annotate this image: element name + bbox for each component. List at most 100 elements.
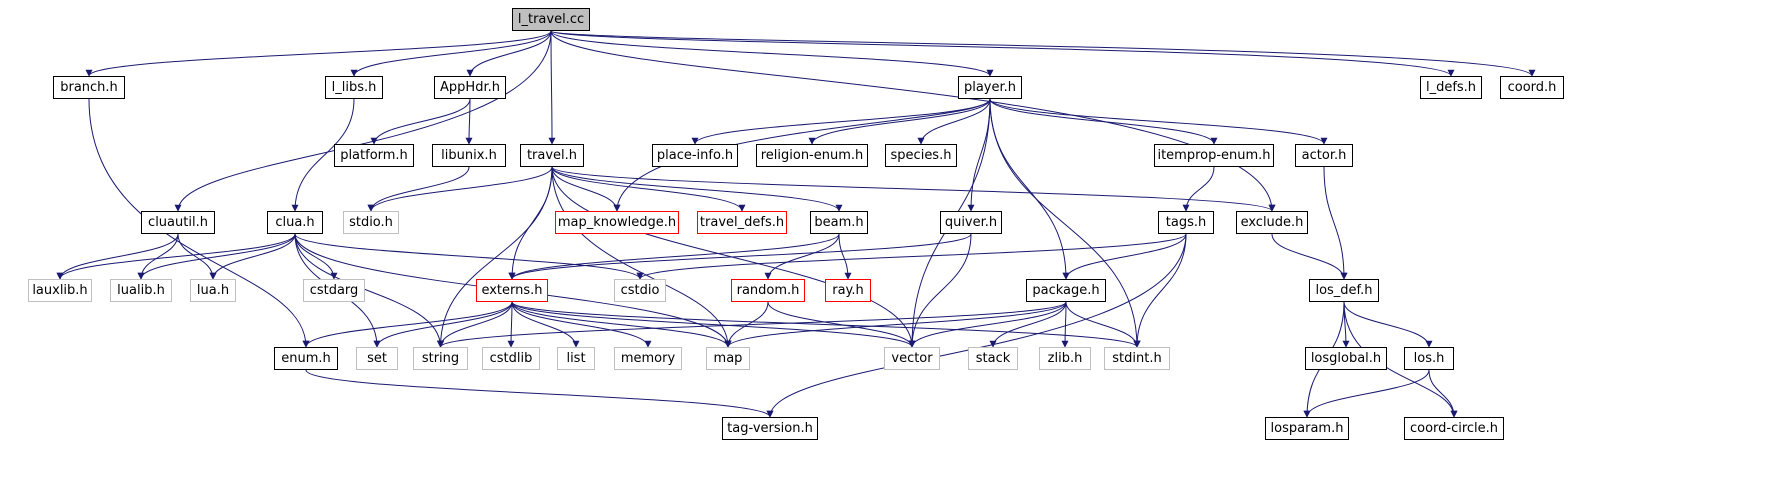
edge-externs-h-to-map — [511, 301, 732, 348]
node-cstdlib[interactable]: cstdlib — [482, 347, 540, 370]
node-stdio-h[interactable]: stdio.h — [343, 211, 399, 234]
node-l-libs-h[interactable]: l_libs.h — [325, 76, 383, 99]
node-lualib-h[interactable]: lualib.h — [110, 279, 172, 302]
edge-externs-h-to-enum-h — [302, 301, 513, 348]
edge-los-h-to-coord-circle-h — [1428, 369, 1458, 418]
edge-clua-h-to-lauxlib-h — [56, 233, 296, 280]
node-package-h[interactable]: package.h — [1026, 279, 1106, 302]
edge-random-h-to-vector — [767, 301, 916, 348]
edge-package-h-to-string — [437, 301, 1067, 348]
edge-l-travel-cc-to-coord-h — [550, 30, 1536, 77]
node-religion-enum-h[interactable]: religion-enum.h — [756, 144, 868, 167]
node-coord-h[interactable]: coord.h — [1500, 76, 1564, 99]
edge-travel-h-to-exclude-h — [551, 166, 1276, 212]
node-player-h[interactable]: player.h — [958, 76, 1022, 99]
node-travel-h[interactable]: travel.h — [520, 144, 584, 167]
edge-travel-h-to-beam-h — [551, 166, 843, 212]
edge-player-h-to-place-info-h — [691, 98, 991, 145]
node-vector[interactable]: vector — [884, 347, 940, 370]
node-exclude-h[interactable]: exclude.h — [1236, 211, 1308, 234]
edge-l-travel-cc-to-l-libs-h — [350, 30, 552, 77]
edge-l-travel-cc-to-l-defs-h — [550, 30, 1455, 77]
node-losglobal-h[interactable]: losglobal.h — [1305, 347, 1387, 370]
edge-travel-h-to-string — [437, 166, 553, 348]
edge-los-def-h-to-los-h — [1343, 301, 1433, 348]
edge-l-libs-h-to-clua-h — [291, 98, 355, 212]
node-stack[interactable]: stack — [968, 347, 1018, 370]
edge-player-h-to-stdint-h — [989, 98, 1141, 348]
node-list[interactable]: list — [557, 347, 595, 370]
node-stdint-h[interactable]: stdint.h — [1104, 347, 1170, 370]
node-zlib-h[interactable]: zlib.h — [1039, 347, 1091, 370]
edge-player-h-to-quiver-h — [967, 98, 991, 212]
node-externs-h[interactable]: externs.h — [476, 279, 548, 302]
edge-enum-h-to-tag-version-h — [305, 369, 774, 418]
edge-beam-h-to-ray-h — [838, 233, 852, 280]
node-actor-h[interactable]: actor.h — [1295, 144, 1353, 167]
edge-externs-h-to-list — [511, 301, 580, 348]
node-los-def-h[interactable]: los_def.h — [1309, 279, 1379, 302]
node-losparam-h[interactable]: losparam.h — [1265, 417, 1349, 440]
edge-externs-h-to-stdint-h — [511, 301, 1141, 348]
node-lua-h[interactable]: lua.h — [190, 279, 236, 302]
edge-travel-h-to-stdio-h — [367, 166, 553, 212]
node-quiver-h[interactable]: quiver.h — [940, 211, 1002, 234]
node-place-info-h[interactable]: place-info.h — [652, 144, 738, 167]
node-tag-version-h[interactable]: tag-version.h — [722, 417, 818, 440]
node-apphdr-h[interactable]: AppHdr.h — [434, 76, 506, 99]
node-l-travel-cc[interactable]: l_travel.cc — [512, 8, 590, 31]
node-memory[interactable]: memory — [614, 347, 682, 370]
edge-externs-h-to-string — [437, 301, 513, 348]
edge-externs-h-to-set — [373, 301, 513, 348]
node-l-defs-h[interactable]: l_defs.h — [1420, 76, 1482, 99]
edge-apphdr-h-to-libunix-h — [465, 98, 473, 145]
node-cstdarg[interactable]: cstdarg — [303, 279, 365, 302]
node-enum-h[interactable]: enum.h — [274, 347, 338, 370]
edge-tags-h-to-package-h — [1062, 233, 1187, 280]
node-lauxlib-h[interactable]: lauxlib.h — [28, 279, 92, 302]
edge-exclude-h-to-los-def-h — [1271, 233, 1348, 280]
edge-beam-h-to-random-h — [764, 233, 840, 280]
node-los-h[interactable]: los.h — [1404, 347, 1454, 370]
edge-l-travel-cc-to-branch-h — [85, 30, 552, 77]
edge-los-def-h-to-coord-circle-h — [1343, 301, 1458, 418]
edge-tags-h-to-cstdio — [636, 233, 1187, 280]
edge-l-travel-cc-to-exclude-h — [550, 30, 1276, 212]
node-map-knowledge-h[interactable]: map_knowledge.h — [555, 211, 679, 234]
edge-package-h-to-zlib-h — [1061, 301, 1069, 348]
edge-actor-h-to-los-def-h — [1323, 166, 1348, 280]
edge-clua-h-to-cstdio — [294, 233, 644, 280]
node-map[interactable]: map — [706, 347, 750, 370]
node-branch-h[interactable]: branch.h — [53, 76, 125, 99]
node-random-h[interactable]: random.h — [731, 279, 805, 302]
edge-externs-h-to-vector — [511, 301, 916, 348]
edge-tags-h-to-tag-version-h — [766, 233, 1187, 418]
edge-player-h-to-religion-enum-h — [808, 98, 991, 145]
node-ray-h[interactable]: ray.h — [825, 279, 871, 302]
edge-travel-h-to-map-knowledge-h — [551, 166, 621, 212]
edge-player-h-to-itemprop-enum-h — [989, 98, 1218, 145]
edge-tags-h-to-stdint-h — [1133, 233, 1187, 348]
node-species-h[interactable]: species.h — [885, 144, 957, 167]
node-beam-h[interactable]: beam.h — [810, 211, 868, 234]
node-cluautil-h[interactable]: cluautil.h — [141, 211, 215, 234]
node-platform-h[interactable]: platform.h — [334, 144, 414, 167]
edge-l-travel-cc-to-cluautil-h — [174, 30, 552, 212]
edge-package-h-to-stdint-h — [1065, 301, 1141, 348]
node-string[interactable]: string — [413, 347, 468, 370]
edge-externs-h-to-cstdlib — [507, 301, 515, 348]
node-tags-h[interactable]: tags.h — [1158, 211, 1214, 234]
node-itemprop-enum-h[interactable]: itemprop-enum.h — [1154, 144, 1274, 167]
edge-externs-h-to-memory — [511, 301, 652, 348]
node-set[interactable]: set — [356, 347, 398, 370]
node-clua-h[interactable]: clua.h — [267, 211, 323, 234]
edge-l-travel-cc-to-player-h — [550, 30, 994, 77]
edge-player-h-to-actor-h — [989, 98, 1328, 145]
edge-travel-h-to-map — [551, 166, 732, 348]
edge-player-h-to-map-knowledge-h — [613, 98, 991, 212]
node-coord-circle-h[interactable]: coord-circle.h — [1404, 417, 1504, 440]
node-cstdio[interactable]: cstdio — [614, 279, 666, 302]
node-travel-defs-h[interactable]: travel_defs.h — [697, 211, 787, 234]
edge-clua-h-to-lua-h — [209, 233, 296, 280]
node-libunix-h[interactable]: libunix.h — [432, 144, 506, 167]
